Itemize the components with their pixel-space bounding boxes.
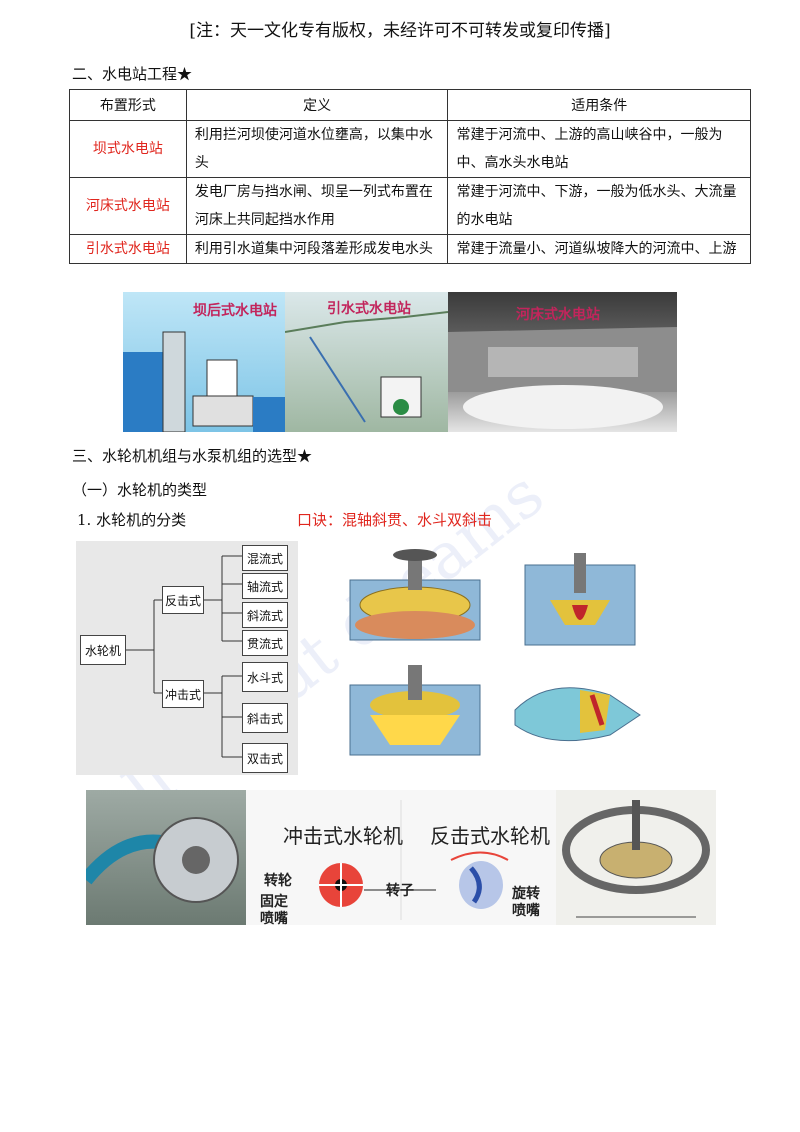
tree-leaf: 轴流式 [242, 573, 288, 599]
definition-cell: 利用拦河坝使河道水位壅高，以集中水头 [185, 120, 449, 178]
turbine-classification-tree: 水轮机 反击式 冲击式 混流式 轴流式 斜流式 贯流式 水斗式 斜击式 双击式 [76, 541, 298, 775]
table-row: 引水式水电站 利用引水道集中河段落差形成发电水头 常建于流量小、河道纵坡降大的河… [69, 234, 751, 264]
conditions-cell: 常建于河流中、上游的高山峡谷中，一般为中、高水头水电站 [447, 120, 751, 178]
impulse-turbine-title: 冲击式水轮机 [283, 824, 403, 848]
layout-type-cell: 河床式水电站 [69, 177, 187, 235]
header-cell: 适用条件 [447, 89, 751, 121]
fixed-nozzle-label: 固定喷嘴 [260, 894, 288, 927]
image-caption: 坝后式水电站 [193, 303, 277, 319]
dam-type-station-image: 坝后式水电站 [123, 292, 285, 432]
conditions-cell: 常建于流量小、河道纵坡降大的河流中、上游 [447, 234, 751, 264]
tree-leaf: 双击式 [242, 743, 288, 773]
tree-root: 水轮机 [80, 635, 126, 665]
image-caption: 河床式水电站 [516, 307, 600, 323]
definition-cell: 利用引水道集中河段落差形成发电水头 [185, 234, 449, 264]
section-2-heading: 二、水电站工程★ [72, 65, 193, 83]
layout-type-cell: 坝式水电站 [69, 120, 187, 178]
table-row: 河床式水电站 发电厂房与挡水闸、坝呈一列式布置在河床上共同起挡水作用 常建于河流… [69, 177, 751, 235]
copyright-notice: [注：天一文化专有版权，未经许可不可转发或复印传播] [189, 21, 611, 41]
definition-cell: 发电厂房与挡水闸、坝呈一列式布置在河床上共同起挡水作用 [185, 177, 449, 235]
subsection-heading: （一）水轮机的类型 [72, 481, 208, 499]
item-heading: 1. 水轮机的分类 [77, 511, 187, 529]
diversion-type-station-image: 引水式水电站 [285, 292, 448, 432]
header-cell: 定义 [185, 89, 449, 121]
image-caption: 引水式水电站 [327, 301, 411, 317]
reaction-turbine-title: 反击式水轮机 [430, 824, 550, 848]
river-bed-type-station-image: 河床式水电站 [448, 292, 677, 432]
pelton-turbine-photo [80, 790, 246, 925]
francis-turbine-cutaway [556, 790, 716, 925]
turbine-cutaway-illustrations [310, 545, 670, 775]
hydropower-table: 布置形式 定义 适用条件 坝式水电站 利用拦河坝使河道水位壅高，以集中水头 常建… [69, 89, 751, 264]
tree-reaction: 反击式 [162, 586, 204, 614]
tree-leaf: 斜击式 [242, 703, 288, 733]
tree-leaf: 贯流式 [242, 630, 288, 656]
table-row: 坝式水电站 利用拦河坝使河道水位壅高，以集中水头 常建于河流中、上游的高山峡谷中… [69, 120, 751, 178]
tree-impulse: 冲击式 [162, 680, 204, 708]
runner-label: 转轮 [264, 873, 292, 889]
tree-leaf: 混流式 [242, 545, 288, 571]
rotor-label: 转子 [386, 883, 414, 899]
mnemonic: 口诀：混轴斜贯、水斗双斜击 [297, 511, 493, 529]
conditions-cell: 常建于河流中、下游，一般为低水头、大流量的水电站 [447, 177, 751, 235]
layout-type-cell: 引水式水电站 [69, 234, 187, 264]
header-cell: 布置形式 [69, 89, 187, 121]
tree-leaf: 斜流式 [242, 602, 288, 628]
tree-leaf: 水斗式 [242, 662, 288, 692]
table-header-row: 布置形式 定义 适用条件 [69, 89, 751, 121]
impulse-vs-reaction-diagram: 冲击式水轮机 反击式水轮机 转轮 固定喷嘴 转子 旋转喷嘴 [246, 790, 556, 927]
section-3-heading: 三、水轮机机组与水泵机组的选型★ [72, 447, 313, 465]
rotating-nozzle-label: 旋转喷嘴 [512, 886, 540, 919]
